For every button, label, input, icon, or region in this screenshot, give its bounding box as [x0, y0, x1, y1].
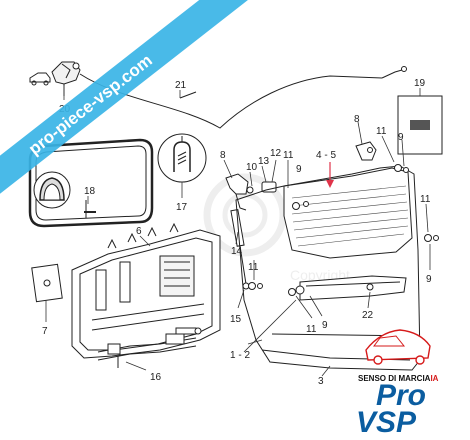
brand-logo: SENSO DI MARCIAIA Pro VSP: [356, 329, 439, 439]
part-emblem-box: [397, 95, 443, 155]
callout-10: 10: [246, 162, 258, 173]
brand-tagline-main: SENSO DI MARCIA: [358, 374, 431, 383]
callout-11-bottom: 11: [306, 324, 317, 335]
callout-11-mid: 11: [248, 262, 259, 273]
brand-name-top: Pro: [376, 379, 426, 412]
part-bolt: [175, 327, 202, 335]
callout-9-bottom: 9: [322, 320, 328, 331]
callout-8-right: 8: [354, 114, 360, 125]
callout-labels: 20 21 19 18 17 8 10 13 12 11 9 4 - 5 8 1…: [42, 78, 432, 387]
part-inner-trim-panel: [71, 222, 221, 359]
callout-14: 14: [231, 246, 243, 257]
callout-3: 3: [318, 376, 324, 387]
part-hinge-right: [355, 141, 377, 161]
callout-19: 19: [414, 78, 426, 89]
callout-13: 13: [258, 156, 270, 167]
part-gas-strut: [230, 208, 250, 290]
callout-1-2: 1 - 2: [230, 350, 250, 361]
callout-17: 17: [176, 202, 188, 213]
part-clips: [248, 164, 439, 296]
leader-lines: [45, 86, 431, 377]
callout-6: 6: [136, 226, 142, 237]
callout-18: 18: [84, 186, 96, 197]
part-handle-bar: [295, 275, 407, 301]
callout-9-top: 9: [296, 164, 302, 175]
brand-name-bottom: VSP: [356, 406, 417, 439]
part-small-plate: [31, 263, 63, 303]
callout-4-5: 4 - 5: [316, 150, 336, 161]
callout-11-right: 11: [376, 126, 387, 137]
glass-arrow: [326, 162, 334, 188]
callout-12: 12: [270, 148, 282, 159]
callout-11-far-right: 11: [420, 194, 431, 205]
callout-9-right: 9: [398, 132, 404, 143]
callout-22: 22: [362, 310, 374, 321]
callout-21: 21: [175, 80, 187, 91]
callout-15: 15: [230, 314, 242, 325]
part-seal-profile: [157, 133, 207, 183]
callout-7: 7: [42, 326, 48, 337]
site-banner: pro-piece-vsp.com: [0, 0, 253, 206]
part-release-handle: [29, 61, 81, 96]
callout-8-left: 8: [220, 150, 226, 161]
part-rear-glass: [283, 167, 413, 259]
callout-16: 16: [150, 372, 162, 383]
brand-tagline: SENSO DI MARCIAIA: [358, 374, 439, 383]
brand-tagline-accent: IA: [430, 374, 438, 383]
part-wiring-harness: [97, 333, 197, 368]
callout-11-top: 11: [283, 150, 294, 161]
callout-9-far-right: 9: [426, 274, 432, 285]
